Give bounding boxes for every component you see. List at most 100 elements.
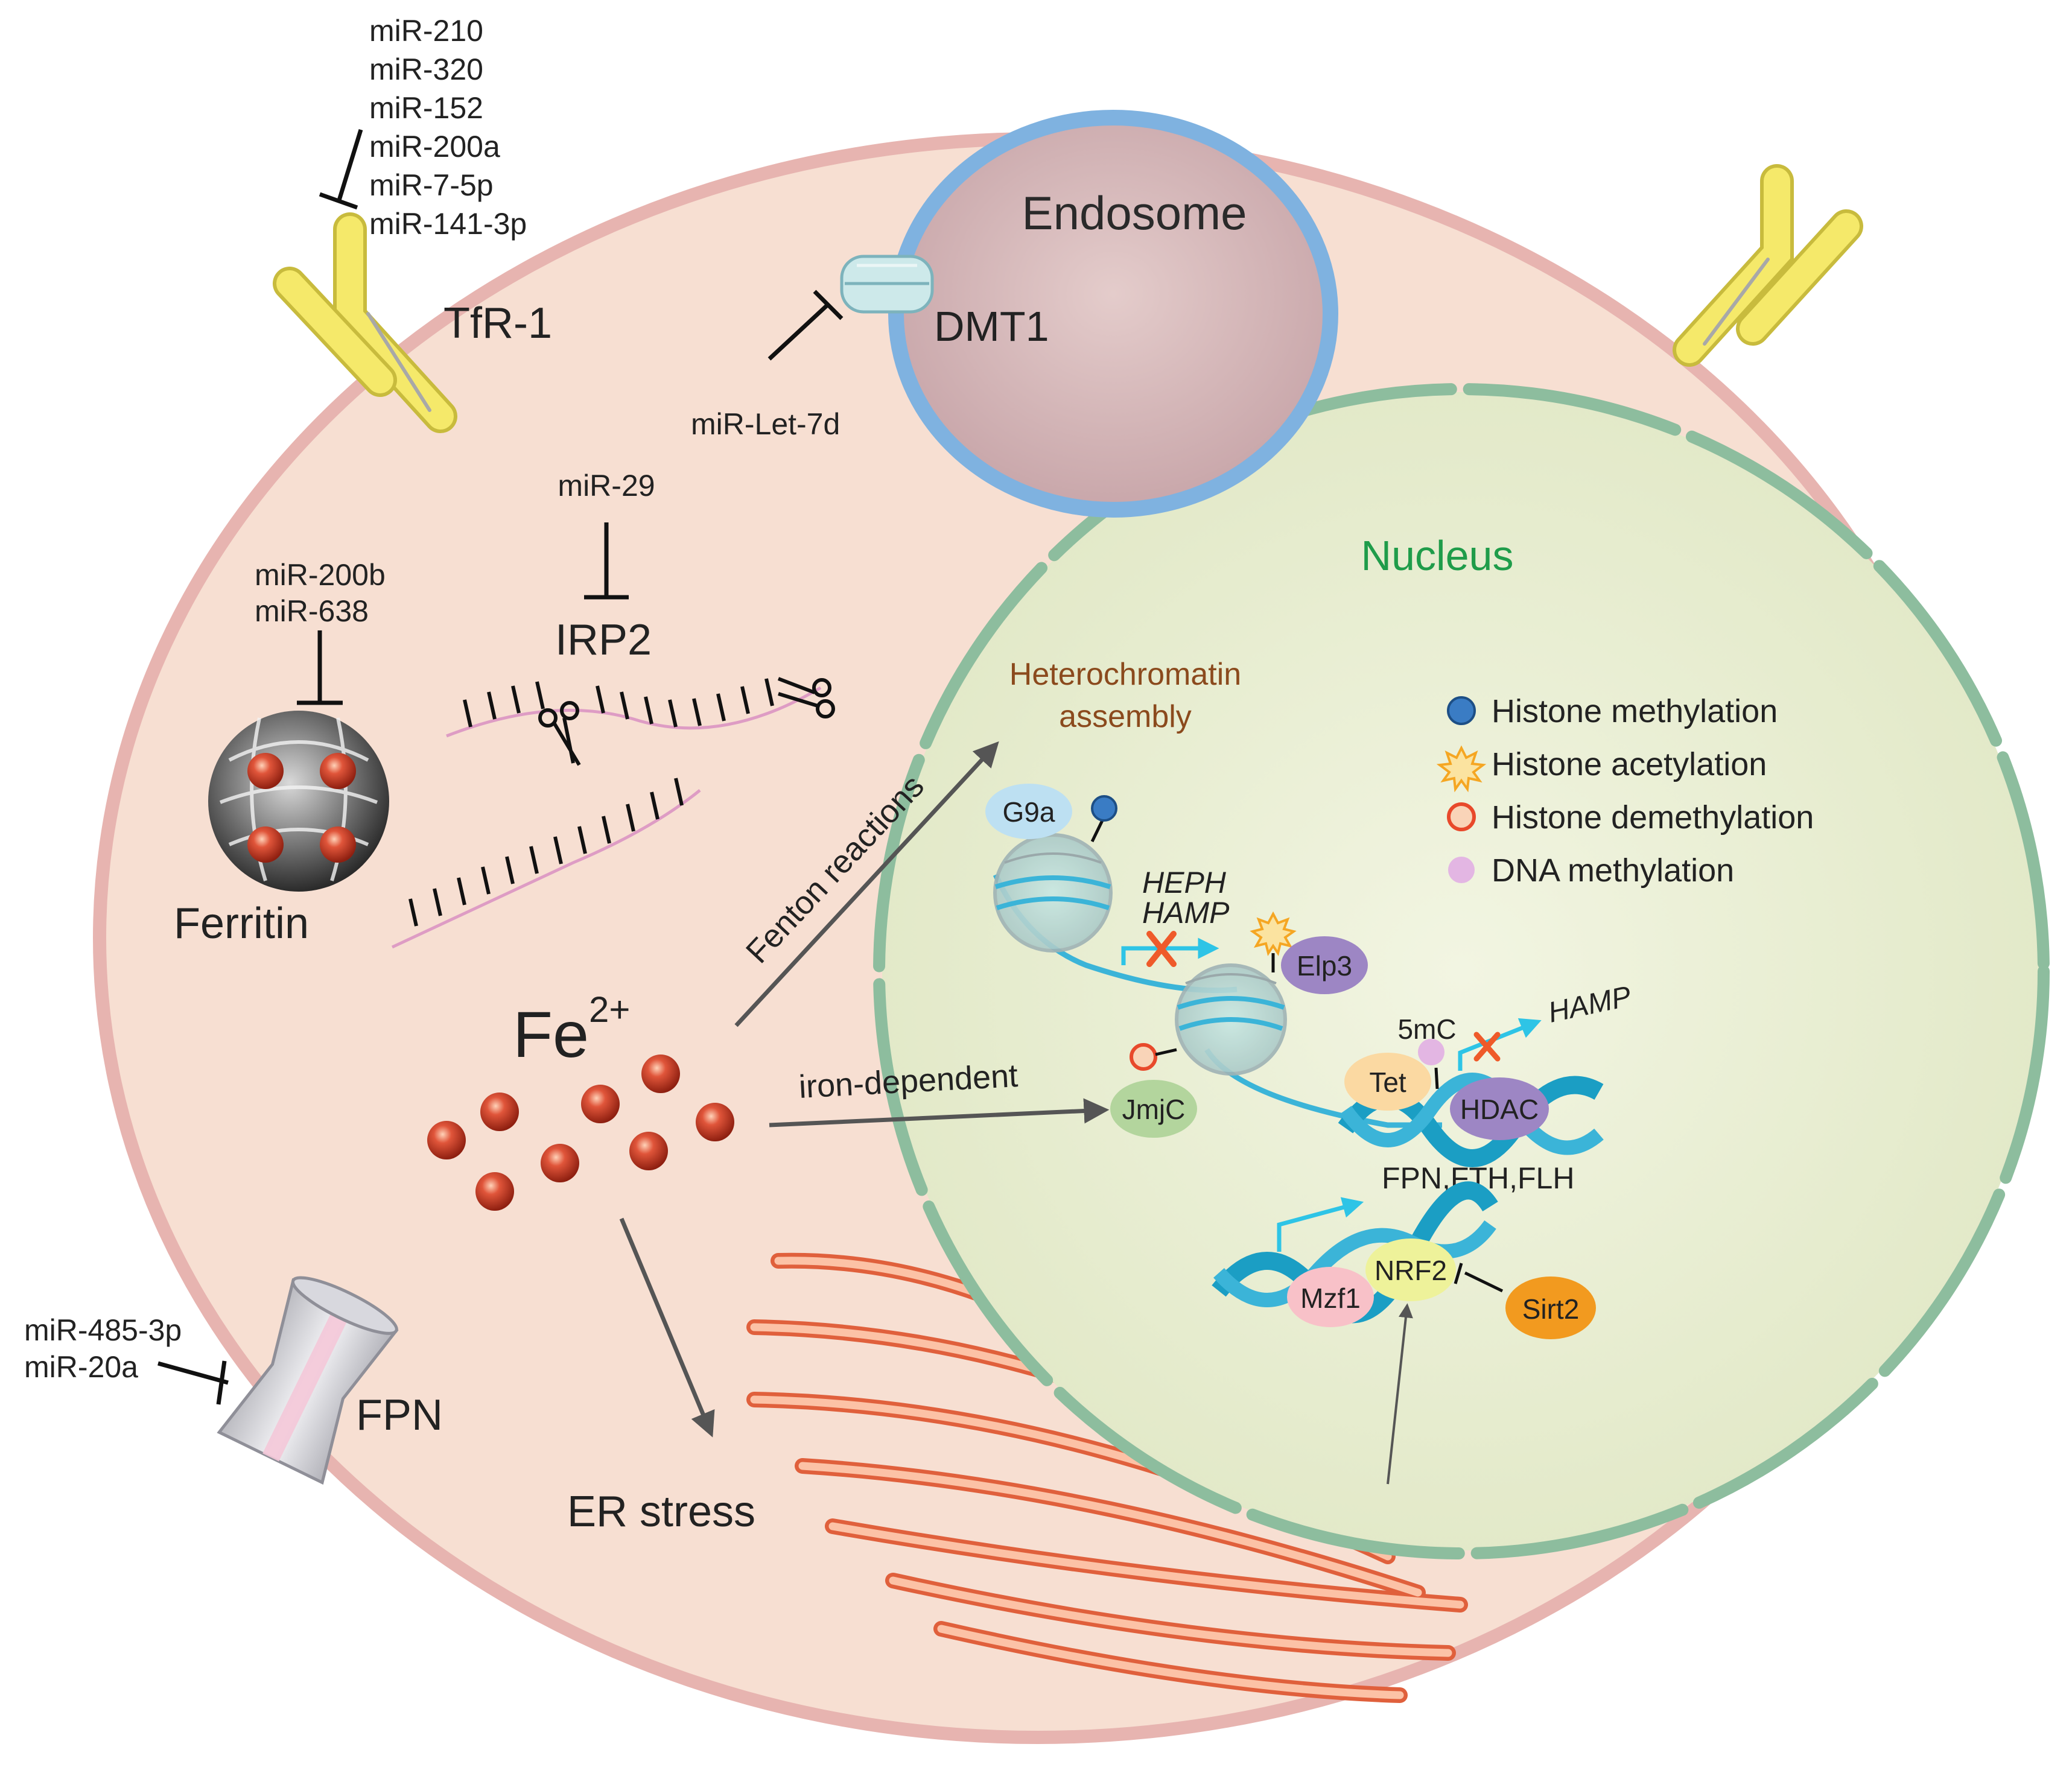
tfr1-receptor-right-icon [1673,164,1863,367]
fenton-arrow [734,741,999,1027]
tet-protein [1344,1053,1431,1111]
hdac-link [1434,1067,1439,1089]
iron-label: Fe2+ [513,989,630,1071]
hdac-protein [1450,1077,1549,1140]
nucleus [882,392,2041,1550]
legend-label: DNA methylation [1492,852,1734,889]
dmt1-icon [840,255,934,314]
mirna-fpn-item: miR-485-3p [24,1313,182,1347]
acetyl-mark-icon [1250,911,1297,956]
er-to-nrf2-arrow [1387,1303,1413,1485]
elp3-label: Elp3 [1297,950,1352,982]
nrf2-protein [1365,1238,1456,1301]
mzf1-label: Mzf1 [1300,1283,1361,1314]
hdac-label: HDAC [1460,1094,1539,1125]
iron-particle [629,1132,668,1170]
g9a-protein [985,784,1072,839]
heterochromatin-label-line2: assembly [1059,699,1192,734]
mzf1-protein [1287,1267,1374,1327]
ferritin-inhibition-line [297,630,343,705]
hamp-label: HAMP [1142,896,1230,930]
iron-particles [427,1054,734,1211]
dna-methylation-icon [1448,857,1475,883]
iron-particle [581,1085,620,1123]
iron-particle [427,1121,466,1159]
mirna-tfr1-item: miR-320 [369,52,483,86]
ferritin-label: Ferritin [174,899,309,948]
histone-methylation-icon [1447,696,1476,725]
mrna-strand [391,778,701,949]
er-stress-label: ER stress [567,1488,755,1536]
g9a-label: G9a [1003,796,1055,828]
tfr1-inhibition-line [319,128,363,210]
histone-acetylation-icon [1436,745,1487,793]
tfr1-label: TfR-1 [443,299,552,347]
mirna-ferritin-item: miR-200b [255,558,386,592]
dmt1-inhibition-line [767,290,844,361]
mirna-fpn-item: miR-20a [24,1350,138,1384]
nrf2-label: NRF2 [1374,1255,1447,1286]
heterochromatin-label-line1: Heterochromatin [1009,657,1241,692]
irp2-mrna-cleaved [446,678,822,738]
irp2-inhibition-line [584,522,629,600]
mirna-ferritin-item: miR-638 [255,594,369,628]
fpn-label: FPN [356,1391,443,1439]
er-stress-arrow [619,1217,715,1438]
mir-let7d-label: miR-Let-7d [691,407,840,441]
endosome-label: Endosome [1022,186,1247,239]
mir-29-label: miR-29 [558,469,655,503]
iron-dependent-arrow [769,1098,1110,1127]
dmt1-label: DMT1 [934,303,1049,350]
irp2-label: IRP2 [555,616,652,664]
sirt2-protein [1505,1276,1596,1339]
sirt2-label: Sirt2 [1522,1293,1580,1325]
5mc-mark-icon [1418,1039,1444,1065]
sirt2-inhibition-line [1454,1263,1504,1293]
legend-label: Histone methylation [1492,693,1778,729]
nrf2-activation-arrow [1277,1197,1364,1252]
blocked-transcription-arrow [1121,937,1219,965]
mirna-tfr1-item: miR-7-5p [369,168,494,202]
elp3-protein [1281,936,1368,994]
nucleosome-g9a [993,833,1113,953]
legend-label: Histone demethylation [1492,799,1814,836]
mirna-ferritin-list: miR-200b miR-638 [255,558,386,628]
fpn-transporter-icon [217,1276,399,1485]
ferritin-icon [208,711,389,892]
jmjc-protein [1110,1080,1197,1138]
iron-particle [641,1054,680,1093]
block-x-icon [1146,931,1177,967]
iron-charge: 2+ [589,989,630,1030]
iron-particle [480,1093,519,1131]
histone-demethylation-icon [1447,802,1476,831]
mirna-tfr1-item: miR-152 [369,91,483,125]
nucleosome-elp3 [1175,963,1287,1076]
demethyl-link [1155,1048,1177,1056]
scissors-icon [538,701,581,766]
demethyl-mark-icon [1130,1043,1157,1071]
scissors-right-icon [777,677,835,718]
jmjc-label: JmjC [1122,1094,1186,1125]
iron-particle [696,1103,734,1141]
tet-label: Tet [1369,1067,1406,1098]
mirna-fpn-list: miR-485-3p miR-20a [24,1313,182,1384]
tfr1-receptor-icon [273,212,457,433]
mirna-tfr1-list: miR-210 miR-320 miR-152 miR-200a miR-7-5… [369,14,527,241]
fpn-inhibition-line [157,1360,229,1405]
legend-label: Histone acetylation [1492,746,1767,782]
mirna-tfr1-item: miR-200a [369,130,500,163]
legend: Histone methylation Histone acetylation … [1436,693,1814,889]
hamp-block-x-icon [1473,1032,1501,1062]
g9a-methyl-link [1090,818,1105,843]
endosome [888,110,1338,518]
methyl-mark-icon [1091,795,1117,822]
heph-label: HEPH [1142,866,1227,899]
iron-particle [541,1144,579,1182]
mirna-tfr1-item: miR-210 [369,14,483,48]
hamp-blocked-arrow [1458,1018,1542,1071]
nuclear-envelope [873,383,2050,1559]
nucleus-label: Nucleus [1361,532,1514,579]
iron-particle [475,1172,514,1211]
mirna-tfr1-item: miR-141-3p [369,207,527,241]
